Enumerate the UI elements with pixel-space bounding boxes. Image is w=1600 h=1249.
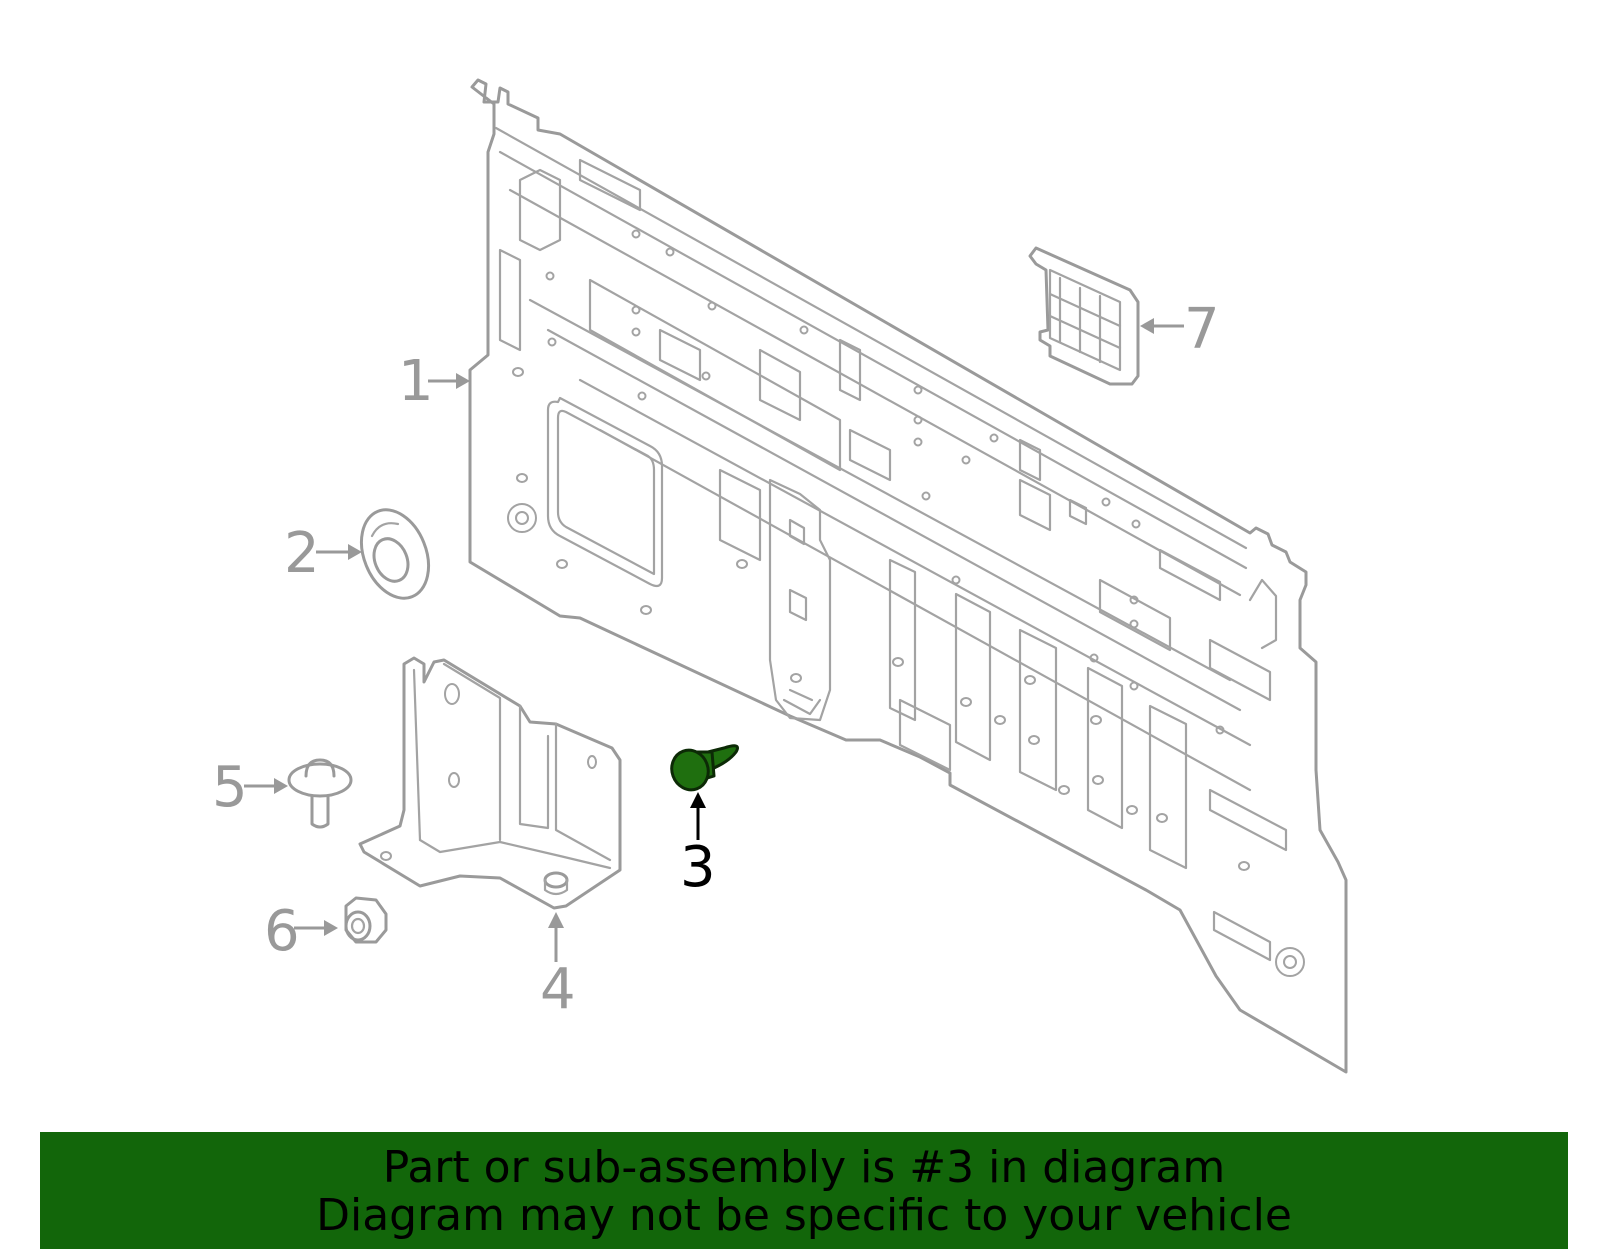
info-banner: Part or sub-assembly is #3 in diagram Di…: [40, 1132, 1568, 1249]
callout-label: 7: [1184, 297, 1220, 362]
part-3-clip-highlighted: [670, 744, 739, 792]
callout-label: 5: [212, 755, 248, 820]
parts-diagram: 1 2 3 4 5 6 7: [212, 78, 1348, 1074]
callout-3: 3: [680, 792, 716, 900]
callout-4: 4: [540, 912, 576, 1022]
callout-6: 6: [264, 899, 338, 964]
callout-label-active: 3: [680, 835, 716, 900]
part-5-bolt: [287, 758, 353, 829]
callout-7: 7: [1140, 297, 1220, 362]
part-1-back-panel: [468, 78, 1348, 1074]
part-2-grommet: [359, 508, 431, 600]
part-6-nut: [344, 896, 388, 944]
callout-1: 1: [398, 349, 470, 414]
callout-2: 2: [284, 521, 362, 586]
callout-label: 4: [540, 957, 576, 1022]
banner-line-part-number: Part or sub-assembly is #3 in diagram: [382, 1142, 1226, 1193]
callout-label: 1: [398, 349, 434, 414]
banner-line-disclaimer: Diagram may not be specific to your vehi…: [316, 1190, 1292, 1241]
part-4-bracket: [358, 656, 622, 910]
part-7-vent: [1028, 246, 1140, 386]
callout-label: 2: [284, 521, 320, 586]
callout-label: 6: [264, 899, 300, 964]
callout-5: 5: [212, 755, 288, 820]
